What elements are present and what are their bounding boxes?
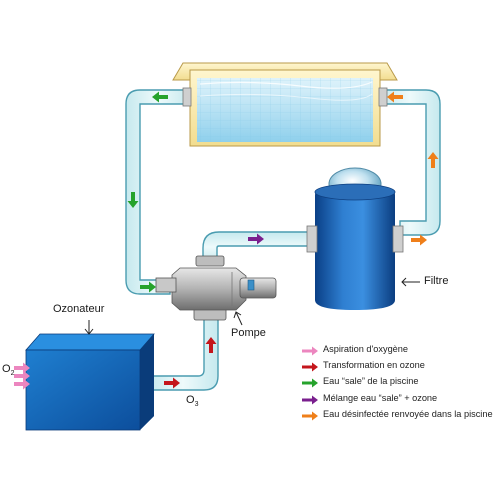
ozone-subscript: 3	[194, 401, 199, 409]
ozone-label: O3	[186, 394, 198, 408]
pump-pointer	[233, 311, 243, 326]
filter-label: Filtre	[424, 275, 449, 287]
oxygen-label: O2	[2, 363, 14, 377]
oxygen-arrow-2	[14, 370, 30, 382]
legend-label: Eau désinfectée renvoyée dans la piscine	[323, 408, 493, 419]
mix-arrow	[248, 233, 264, 245]
clean-water-arrow-bottom	[411, 234, 427, 246]
pump	[155, 255, 277, 321]
filter-tank	[306, 167, 404, 310]
dirty-water-arrow-side	[127, 192, 139, 208]
legend-label: Transformation en ozone	[323, 360, 425, 371]
pump-label: Pompe	[231, 327, 266, 339]
swimming-pool	[172, 62, 398, 147]
dirty-water-arrow-bottom	[140, 281, 156, 293]
clean-water-arrow-side	[427, 152, 439, 168]
legend-item: Transformation en ozone	[301, 359, 500, 375]
ozone-symbol: O	[186, 394, 195, 406]
ozonator-pointer	[84, 320, 94, 335]
label-pointers	[84, 277, 420, 335]
legend-arrow-icon	[302, 411, 318, 421]
legend-label: Eau “sale” de la piscine	[323, 376, 419, 387]
filter-pointer	[401, 277, 420, 287]
legend-item: Aspiration d'oxygène	[301, 343, 500, 359]
dirty-water-arrow-top	[152, 91, 168, 103]
oxygen-arrow-3	[14, 378, 30, 390]
oxygen-arrow-1	[14, 362, 30, 374]
clean-water-arrow-top	[387, 91, 403, 103]
legend-label: Mélange eau “sale” + ozone	[323, 392, 438, 403]
pipe-pool-to-pump	[125, 89, 191, 295]
flow-arrows	[14, 91, 439, 390]
pipe-ozonator-to-pump	[147, 317, 219, 391]
ozone-arrow-side	[205, 337, 217, 353]
legend-item: Eau “sale” de la piscine	[301, 375, 500, 391]
oxygen-symbol: O	[2, 363, 11, 375]
legend-arrow-icon	[302, 378, 318, 388]
legend-arrow-icon	[302, 395, 318, 405]
legend-item: Eau désinfectée renvoyée dans la piscine	[301, 408, 500, 424]
legend-label: Aspiration d'oxygène	[323, 344, 409, 354]
legend-item: Mélange eau “sale” + ozone	[301, 392, 500, 408]
ozone-arrow-bottom	[164, 377, 180, 389]
oxygen-subscript: 2	[10, 370, 15, 378]
legend-arrow-icon	[302, 362, 318, 372]
legend-arrow-icon	[302, 346, 318, 356]
ozonator	[25, 333, 155, 431]
ozonator-label: Ozonateur	[53, 303, 105, 315]
